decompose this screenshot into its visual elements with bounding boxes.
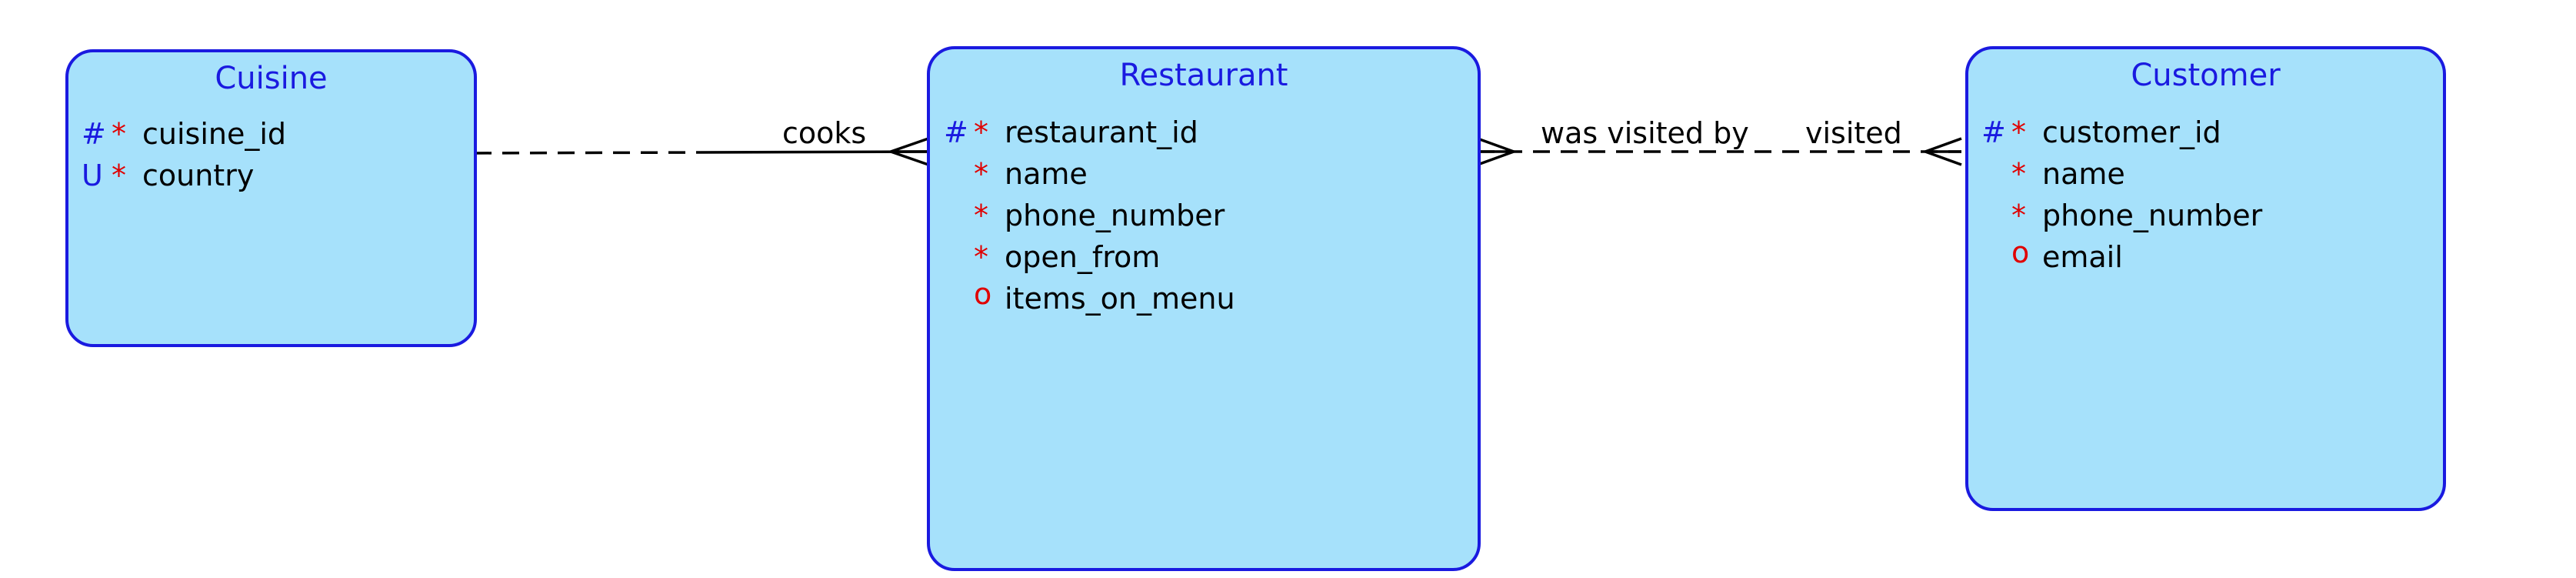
relationship-label-cooks: cooks: [782, 116, 867, 150]
attribute-row: * phone_number: [930, 195, 1478, 236]
required-marker: *: [974, 199, 988, 232]
identifier-marker: #: [82, 117, 106, 151]
entity-title: Restaurant: [1119, 58, 1288, 93]
required-marker: *: [112, 159, 126, 192]
visited-crowsfoot-restaurant: [1477, 137, 1515, 166]
relationship-label-was-visited-by: was visited by: [1541, 116, 1749, 150]
entity-cuisine[interactable]: Cuisine # * cuisine_id U * country: [65, 49, 477, 347]
attribute-name: cuisine_id: [142, 117, 287, 151]
optional-marker: o: [974, 277, 992, 311]
attribute-name: phone_number: [2042, 199, 2263, 232]
required-marker: *: [2011, 157, 2026, 191]
cooks-crowsfoot-restaurant: [890, 137, 929, 166]
attribute-name: open_from: [1005, 240, 1161, 274]
required-marker: *: [2011, 199, 2026, 232]
identifier-marker: #: [944, 115, 968, 149]
attribute-row: o items_on_menu: [930, 277, 1478, 319]
attribute-name: customer_id: [2042, 115, 2221, 149]
required-marker: *: [974, 115, 988, 149]
entity-title: Customer: [2131, 58, 2281, 93]
relationship-visited: [1477, 137, 1962, 166]
entity-title: Cuisine: [215, 61, 328, 96]
entity-customer[interactable]: Customer # * customer_id * name * phone_…: [1965, 46, 2446, 511]
attribute-name: name: [1005, 157, 1088, 191]
attribute-name: email: [2042, 240, 2123, 274]
attribute-name: name: [2042, 157, 2125, 191]
attribute-name: country: [142, 159, 255, 192]
attribute-row: * phone_number: [1968, 195, 2443, 236]
required-marker: *: [974, 157, 988, 191]
attribute-row: # * customer_id: [1968, 112, 2443, 153]
cooks-optional-segment: [474, 151, 701, 155]
optional-marker: o: [2011, 236, 2030, 269]
attribute-row: o email: [1968, 236, 2443, 278]
attribute-name: restaurant_id: [1005, 115, 1198, 149]
relationship-cooks: [474, 137, 929, 166]
unique-marker: U: [82, 159, 103, 192]
attribute-row: # * restaurant_id: [930, 112, 1478, 153]
attribute-row: * open_from: [930, 236, 1478, 278]
visited-crowsfoot-customer: [1925, 137, 1962, 166]
attribute-row: * name: [1968, 153, 2443, 195]
attribute-row: * name: [930, 153, 1478, 195]
attribute-row: U * country: [68, 155, 474, 196]
entity-restaurant[interactable]: Restaurant # * restaurant_id * name * ph…: [927, 46, 1481, 571]
identifier-marker: #: [1981, 115, 2006, 149]
relationship-label-visited: visited: [1805, 116, 1902, 150]
attribute-name: phone_number: [1005, 199, 1225, 232]
required-marker: *: [112, 117, 126, 151]
attribute-row: # * cuisine_id: [68, 113, 474, 155]
required-marker: *: [974, 240, 988, 274]
attribute-name: items_on_menu: [1005, 282, 1235, 316]
required-marker: *: [2011, 115, 2026, 149]
